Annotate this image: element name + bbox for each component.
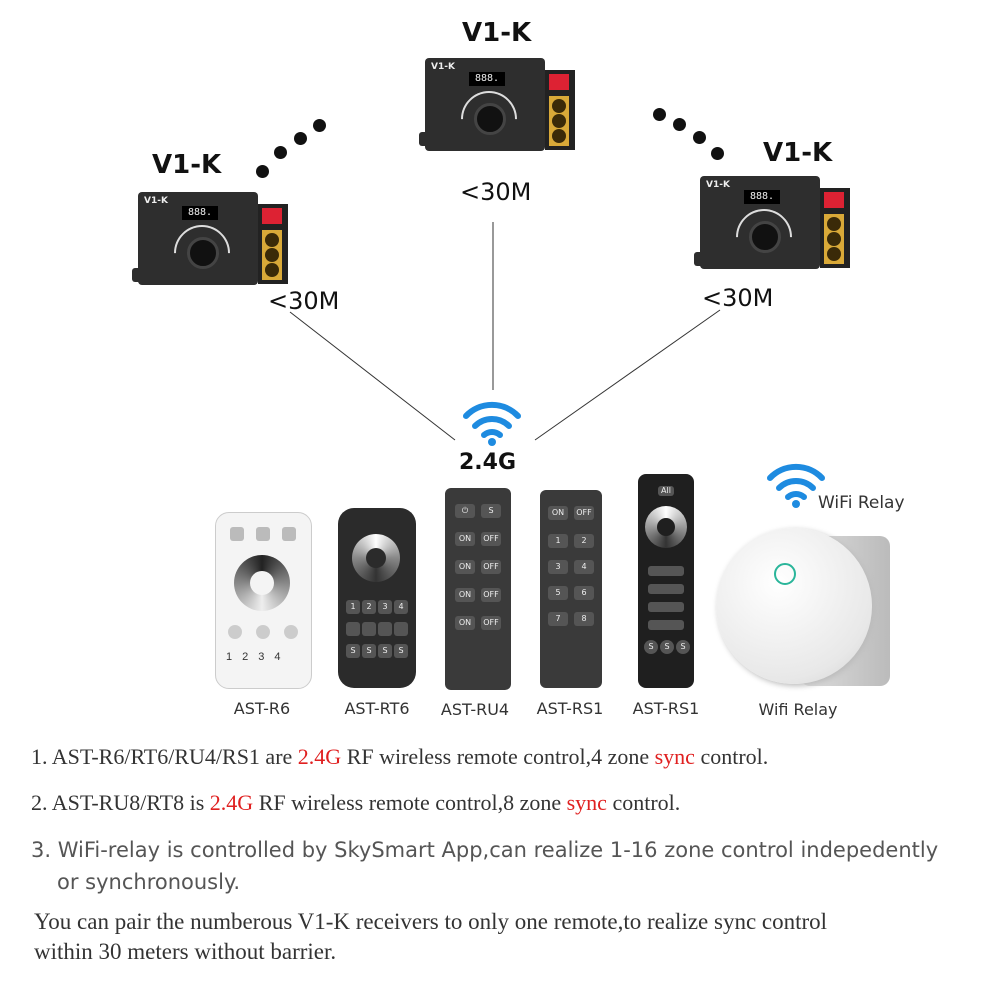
- remote-ast-r6: 1234: [215, 512, 312, 689]
- note-1: 1. AST-R6/RT6/RU4/RS1 are 2.4G RF wirele…: [31, 744, 768, 770]
- wifi-relay-icon: [766, 460, 826, 508]
- device-brand: V1-K: [144, 196, 168, 206]
- device-brand: V1-K: [706, 180, 730, 190]
- product-label-ru4: AST-RU4: [425, 700, 525, 719]
- product-label-rs1-b: AST-RS1: [616, 699, 716, 718]
- receiver-right-title: V1-K: [763, 138, 832, 168]
- product-label-wifi-relay: Wifi Relay: [743, 700, 853, 719]
- device-display: 888.: [744, 190, 780, 204]
- dimmer-knob: [187, 237, 219, 269]
- receiver-left-distance: <30M: [268, 287, 339, 315]
- note-3: 3. WiFi-relay is controlled by SkySmart …: [31, 834, 938, 898]
- signal-label: 2.4G: [459, 450, 516, 475]
- dimmer-knob: [749, 221, 781, 253]
- receiver-top-distance: <30M: [460, 178, 531, 206]
- product-label-r6: AST-R6: [212, 699, 312, 718]
- device-display: 888.: [469, 72, 505, 86]
- receiver-top-device: V1-K 888.: [425, 58, 575, 151]
- wifi-signal-icon: [462, 398, 522, 446]
- receiver-left-title: V1-K: [152, 150, 221, 180]
- receiver-left-device: V1-K 888.: [138, 192, 288, 285]
- note-2: 2. AST-RU8/RT8 is 2.4G RF wireless remot…: [31, 790, 680, 816]
- receiver-right-distance: <30M: [702, 284, 773, 312]
- dimmer-knob: [474, 103, 506, 135]
- pairing-note: You can pair the numberous V1-K receiver…: [34, 907, 827, 967]
- product-label-rs1-a: AST-RS1: [520, 699, 620, 718]
- wifi-relay-caption: WiFi Relay: [818, 493, 905, 513]
- device-brand: V1-K: [431, 62, 455, 72]
- receiver-top-title: V1-K: [462, 18, 531, 48]
- receiver-right-device: V1-K 888.: [700, 176, 850, 269]
- device-display: 888.: [182, 206, 218, 220]
- product-label-rt6: AST-RT6: [327, 699, 427, 718]
